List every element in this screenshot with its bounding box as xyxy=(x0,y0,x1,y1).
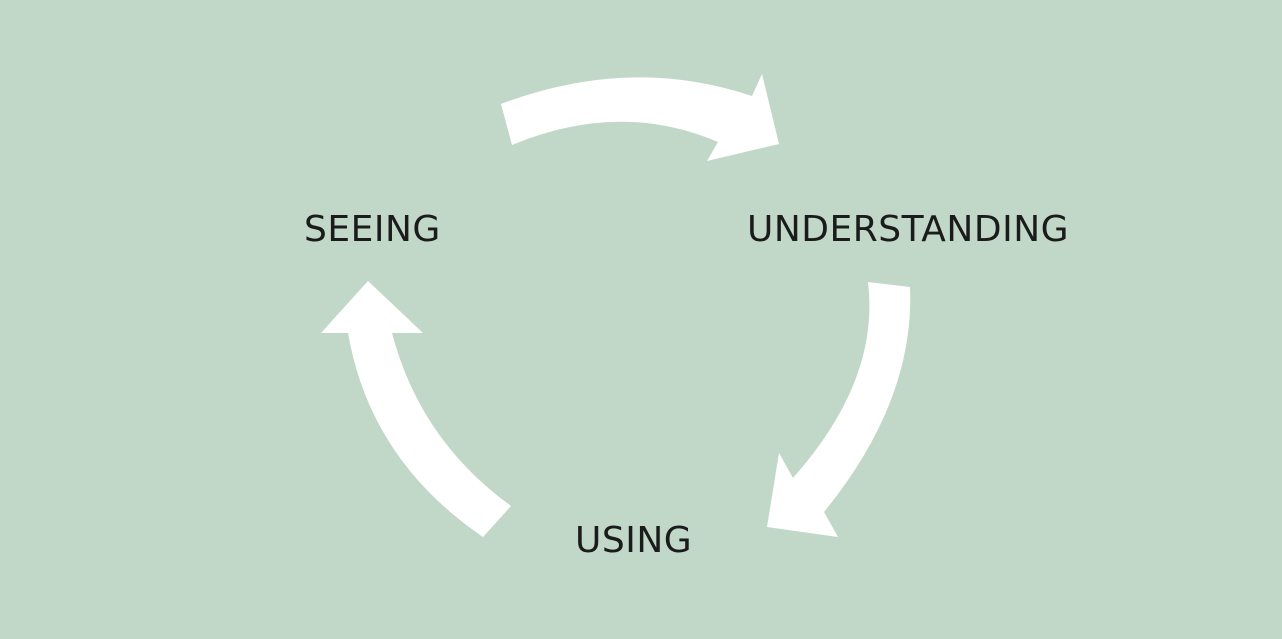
node-using: USING xyxy=(575,520,693,561)
node-seeing: SEEING xyxy=(304,209,441,250)
arrow-using-to-seeing xyxy=(321,281,511,537)
arrow-understanding-to-using xyxy=(767,282,911,537)
arrow-seeing-to-understanding xyxy=(501,74,779,161)
node-understanding: UNDERSTANDING xyxy=(747,209,1070,250)
